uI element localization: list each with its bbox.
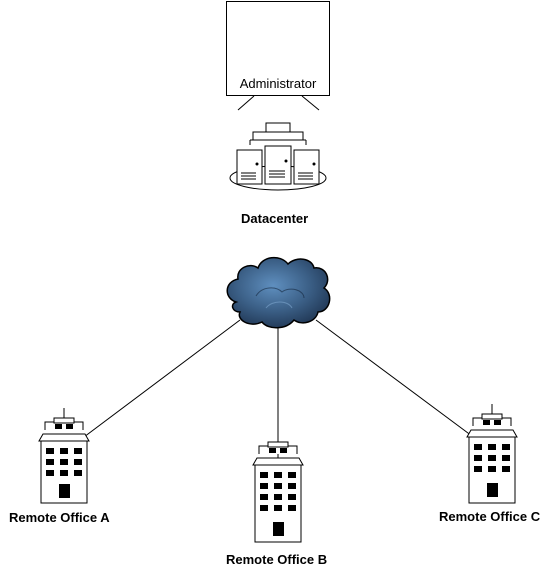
office-a-label: Remote Office A — [9, 510, 110, 525]
administrator-label: Administrator — [239, 76, 317, 91]
cloud-to-office-c-line — [315, 319, 473, 437]
office-building-icon — [252, 432, 304, 543]
office-c-label: Remote Office C — [439, 509, 541, 524]
office-building-icon — [38, 408, 90, 504]
server-cluster-icon — [229, 122, 327, 191]
datacenter-label: Datacenter — [241, 211, 309, 226]
cloud-to-office-a-line — [79, 319, 241, 441]
office-building-icon — [466, 404, 518, 504]
office-b-label: Remote Office B — [226, 552, 328, 567]
administrator-node: Administrator — [226, 1, 330, 96]
cloud-icon — [226, 256, 331, 329]
admin-to-datacenter-line-left — [237, 95, 255, 111]
admin-to-datacenter-line-right — [301, 95, 320, 111]
